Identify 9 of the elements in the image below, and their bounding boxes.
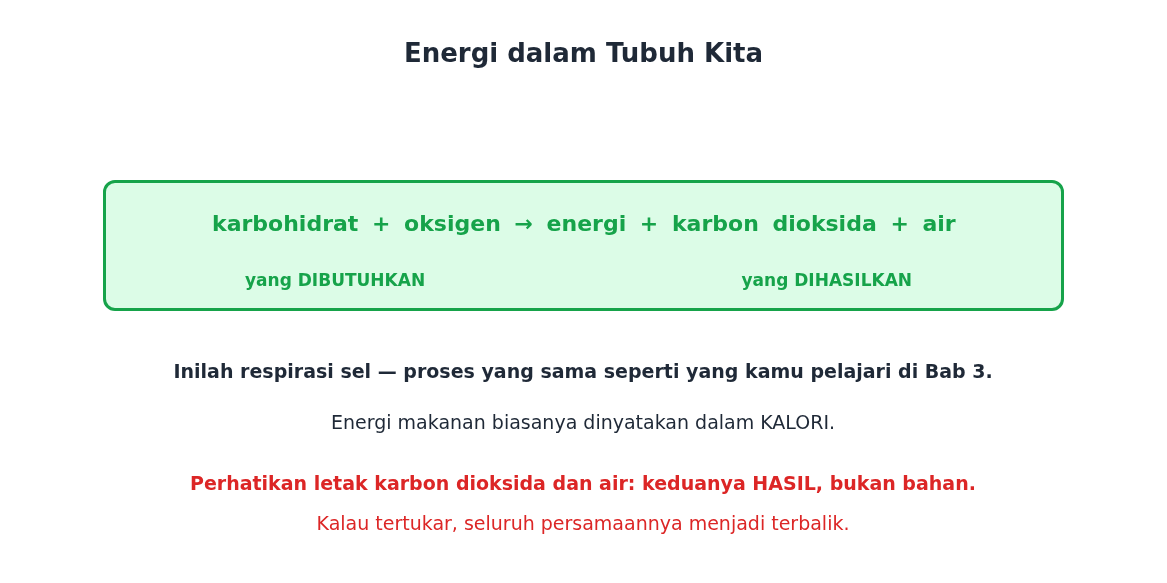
- outputs-caption: yang DIHASILKAN: [741, 270, 913, 290]
- title-text: Energi dalam Tubuh Kita: [403, 38, 764, 68]
- word-equation: karbohidrat + oksigen → energi + karbon dioksida + air: [212, 211, 956, 236]
- note-text: Inilah respirasi sel — proses yang sama seperti yang kamu pelajari di Bab 3.: [173, 360, 993, 382]
- inputs-caption: yang DIBUTUHKAN: [245, 270, 426, 290]
- equation-box: [103, 180, 1064, 311]
- warning-text: Perhatikan letak karbon dioksida dan air: keduanya HASIL, bukan bahan.: [190, 472, 976, 494]
- warning-text: Kalau tertukar, seluruh persamaannya menjadi terbalik.: [316, 512, 850, 534]
- note-text: Energi makanan biasanya dinyatakan dalam KALORI.: [331, 411, 836, 433]
